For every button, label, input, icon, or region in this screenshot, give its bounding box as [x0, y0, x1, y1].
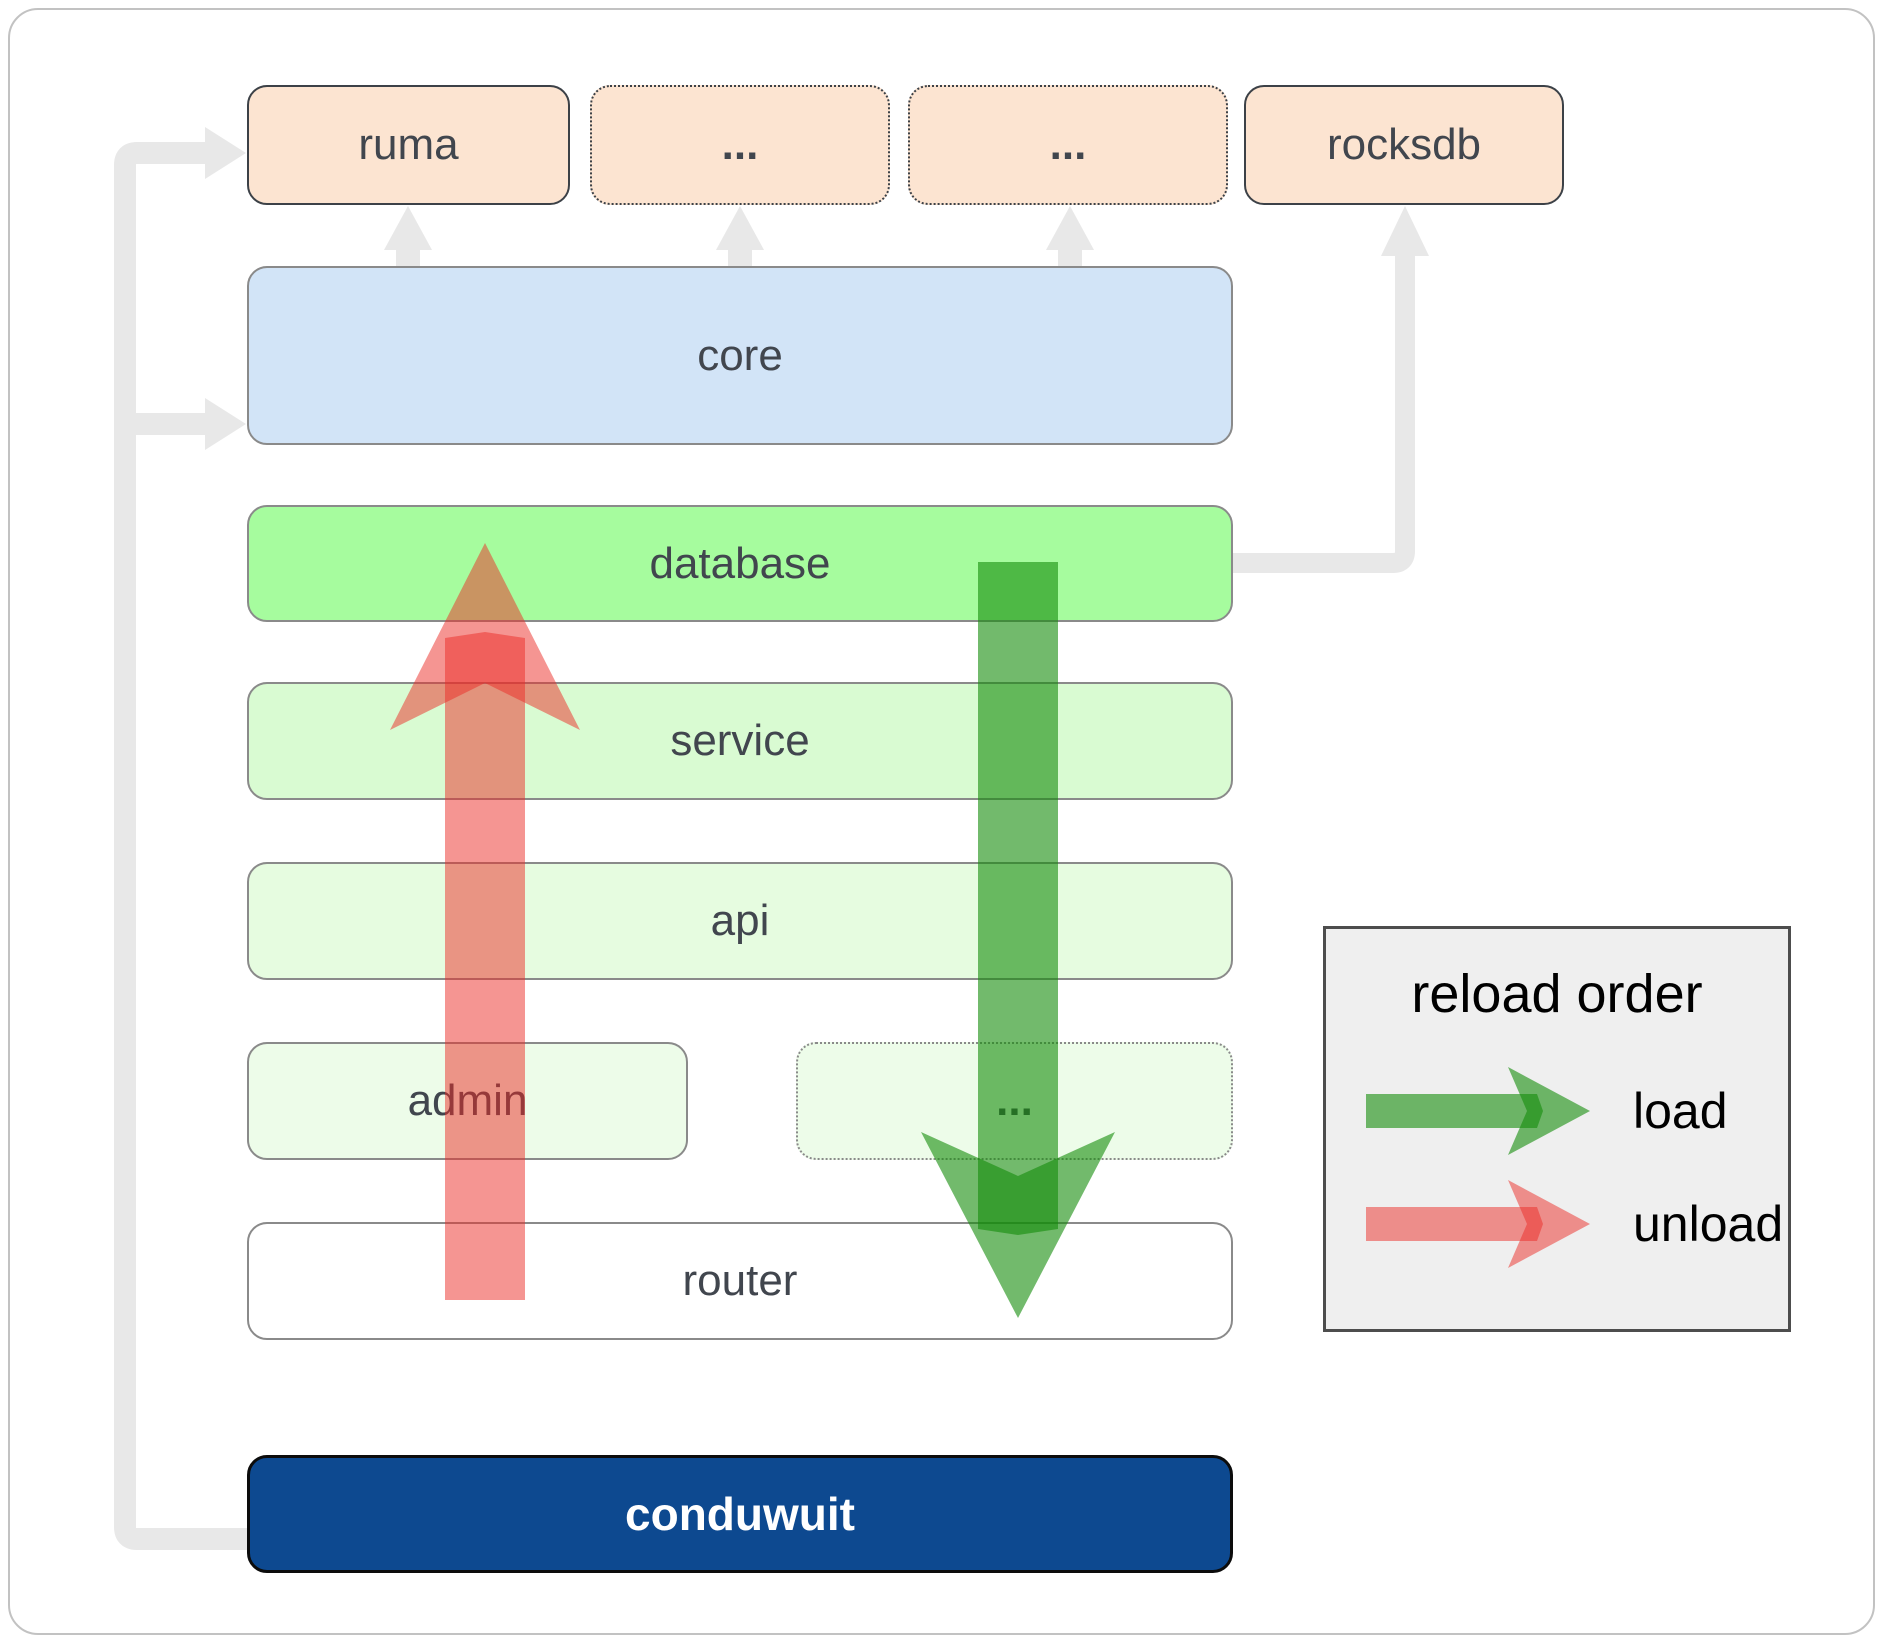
node-rocksdb-label: rocksdb: [1326, 120, 1482, 169]
node-extra-crate-2: ...: [908, 85, 1228, 205]
node-admin-label: admin: [407, 1076, 528, 1125]
node-database: database: [247, 505, 1233, 622]
node-router: router: [247, 1222, 1233, 1340]
node-extra2-label: ...: [1049, 120, 1087, 169]
outer-border: [8, 8, 1875, 1635]
node-api: api: [247, 862, 1233, 980]
node-core-label: core: [697, 330, 783, 380]
node-admin: admin: [247, 1042, 688, 1160]
node-extra3-label: ...: [996, 1076, 1033, 1125]
legend-row-load: load: [1326, 1056, 1788, 1166]
node-router-label: router: [682, 1256, 798, 1305]
node-ruma-label: ruma: [358, 120, 459, 169]
load-arrow-icon: [1366, 1067, 1590, 1155]
node-core: core: [247, 266, 1233, 445]
node-extra-service: ...: [796, 1042, 1233, 1160]
legend-row-unload: unload: [1326, 1169, 1788, 1279]
legend-load-label: load: [1633, 1083, 1728, 1139]
node-conduwuit-label: conduwuit: [625, 1488, 855, 1540]
node-rocksdb: rocksdb: [1244, 85, 1564, 205]
legend-box: reload order load unload: [1323, 926, 1791, 1332]
node-extra1-label: ...: [721, 120, 759, 169]
unload-arrow-icon: [1366, 1180, 1590, 1268]
node-api-label: api: [710, 896, 770, 945]
node-conduwuit: conduwuit: [247, 1455, 1233, 1573]
node-service-label: service: [670, 716, 810, 765]
node-database-label: database: [649, 538, 831, 588]
node-ruma: ruma: [247, 85, 570, 205]
legend-title: reload order: [1411, 964, 1703, 1024]
node-service: service: [247, 682, 1233, 800]
node-extra-crate-1: ...: [590, 85, 890, 205]
legend-unload-label: unload: [1633, 1196, 1784, 1252]
